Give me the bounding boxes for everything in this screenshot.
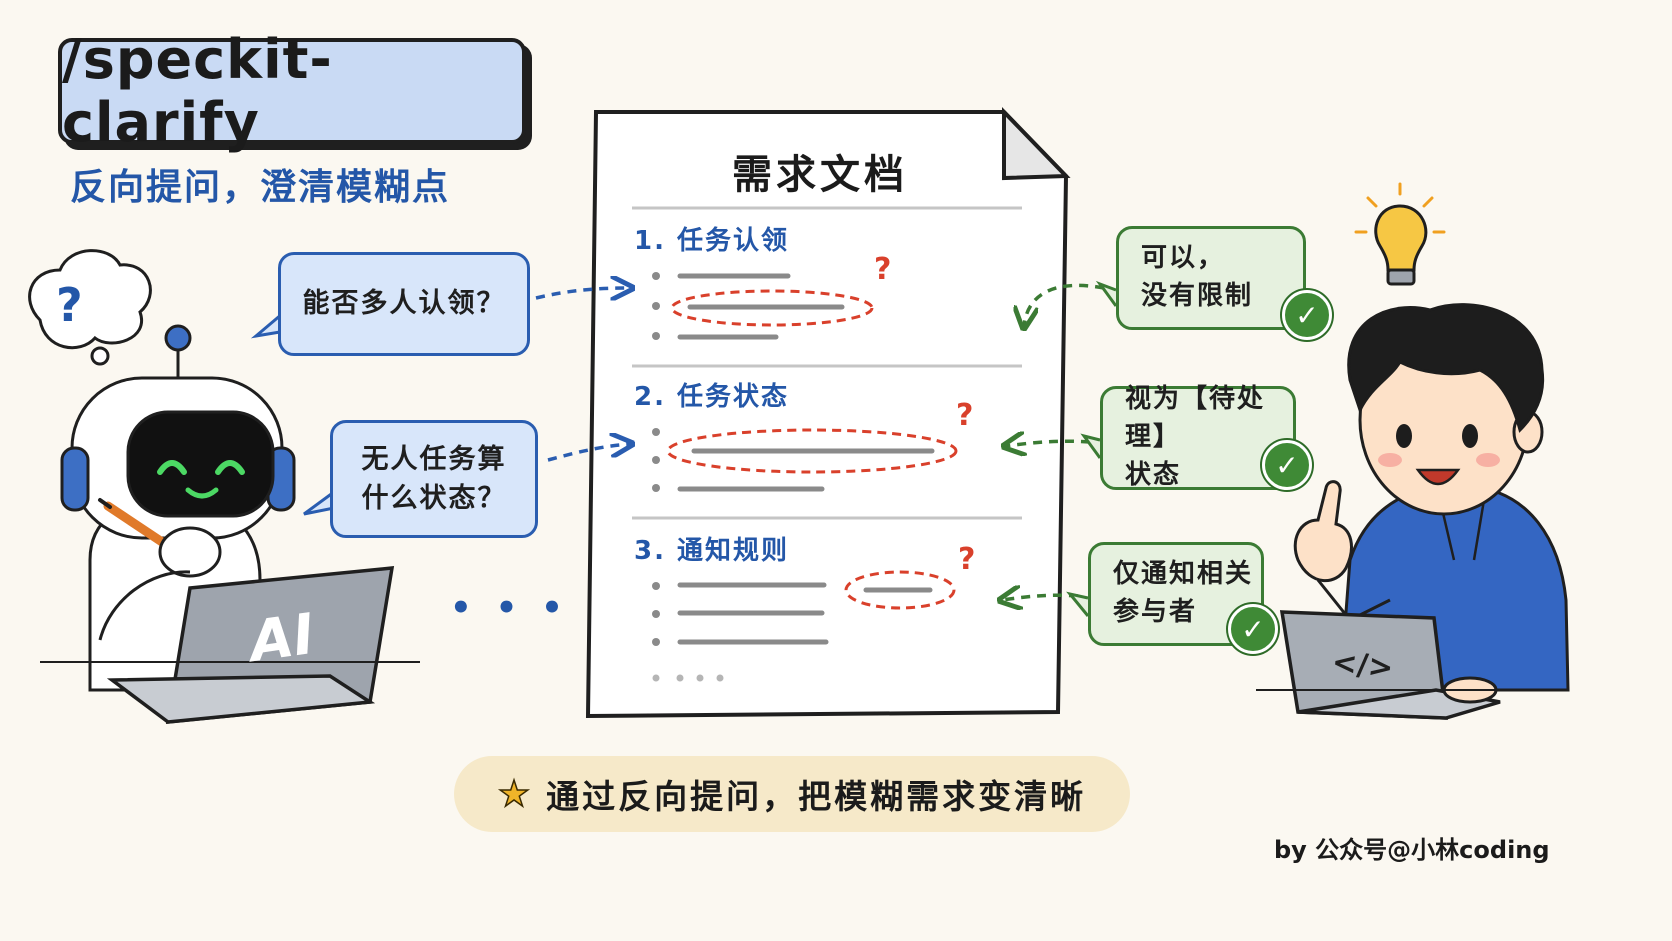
a3-bubble-tail <box>1066 591 1090 617</box>
question-arrow-1 <box>535 288 630 298</box>
code-icon: </> <box>1330 644 1395 687</box>
unclear-question-mark-1: ? <box>874 252 892 287</box>
question-arrow-2 <box>547 444 630 462</box>
developer-illustration <box>1293 303 1570 692</box>
summary-banner: ★ 通过反向提问，把模糊需求变清晰 <box>454 756 1130 832</box>
question-bubble-1: 能否多人认领？ <box>278 252 530 356</box>
thought-bubble <box>28 249 152 366</box>
check-icon: ✓ <box>1228 604 1278 654</box>
requirements-document <box>585 107 1071 719</box>
unclear-mark-3 <box>844 570 956 610</box>
answer-arrow-2 <box>1006 441 1091 446</box>
lightbulb-icon <box>1354 182 1446 286</box>
answer-arrow-1 <box>1024 283 1105 326</box>
section-heading-1: 1. 任务认领 <box>634 226 790 256</box>
summary-text: 通过反向提问，把模糊需求变清晰 <box>546 777 1087 816</box>
command-title: /speckit-clarify <box>58 28 526 154</box>
unclear-question-mark-3: ? <box>958 542 976 577</box>
star-icon: ★ <box>497 773 531 816</box>
thought-question-mark: ? <box>56 278 83 332</box>
check-icon: ✓ <box>1282 290 1332 340</box>
more-questions-ellipsis: • • • <box>450 588 569 628</box>
question-bubble-2: 无人任务算 什么状态？ <box>330 420 538 538</box>
unclear-mark-1 <box>670 289 874 327</box>
check-icon: ✓ <box>1262 440 1312 490</box>
robot-laptop-label: AI <box>245 601 319 676</box>
a1-bubble-tail <box>1095 280 1118 307</box>
section-heading-2: 2. 任务状态 <box>634 382 790 412</box>
answer-bubble-2: 视为【待处理】 状态 <box>1100 384 1296 490</box>
document-title: 需求文档 <box>732 152 908 198</box>
answer-bubble-3: 仅通知相关 参与者 <box>1088 542 1264 646</box>
a2-bubble-tail <box>1080 433 1102 459</box>
unclear-question-mark-2: ? <box>956 398 974 433</box>
section-1-lines <box>652 272 845 340</box>
author-credit: by 公众号@小林coding <box>1274 836 1550 864</box>
answer-bubble-1: 可以， 没有限制 <box>1116 226 1306 330</box>
section-3-lines <box>652 582 933 682</box>
section-2-lines <box>652 428 935 492</box>
developer-laptop <box>1256 610 1560 720</box>
page-subtitle: 反向提问，澄清模糊点 <box>70 167 451 208</box>
robot-laptop <box>40 566 420 724</box>
unclear-mark-2 <box>666 428 958 474</box>
section-heading-3: 3. 通知规则 <box>634 536 790 566</box>
